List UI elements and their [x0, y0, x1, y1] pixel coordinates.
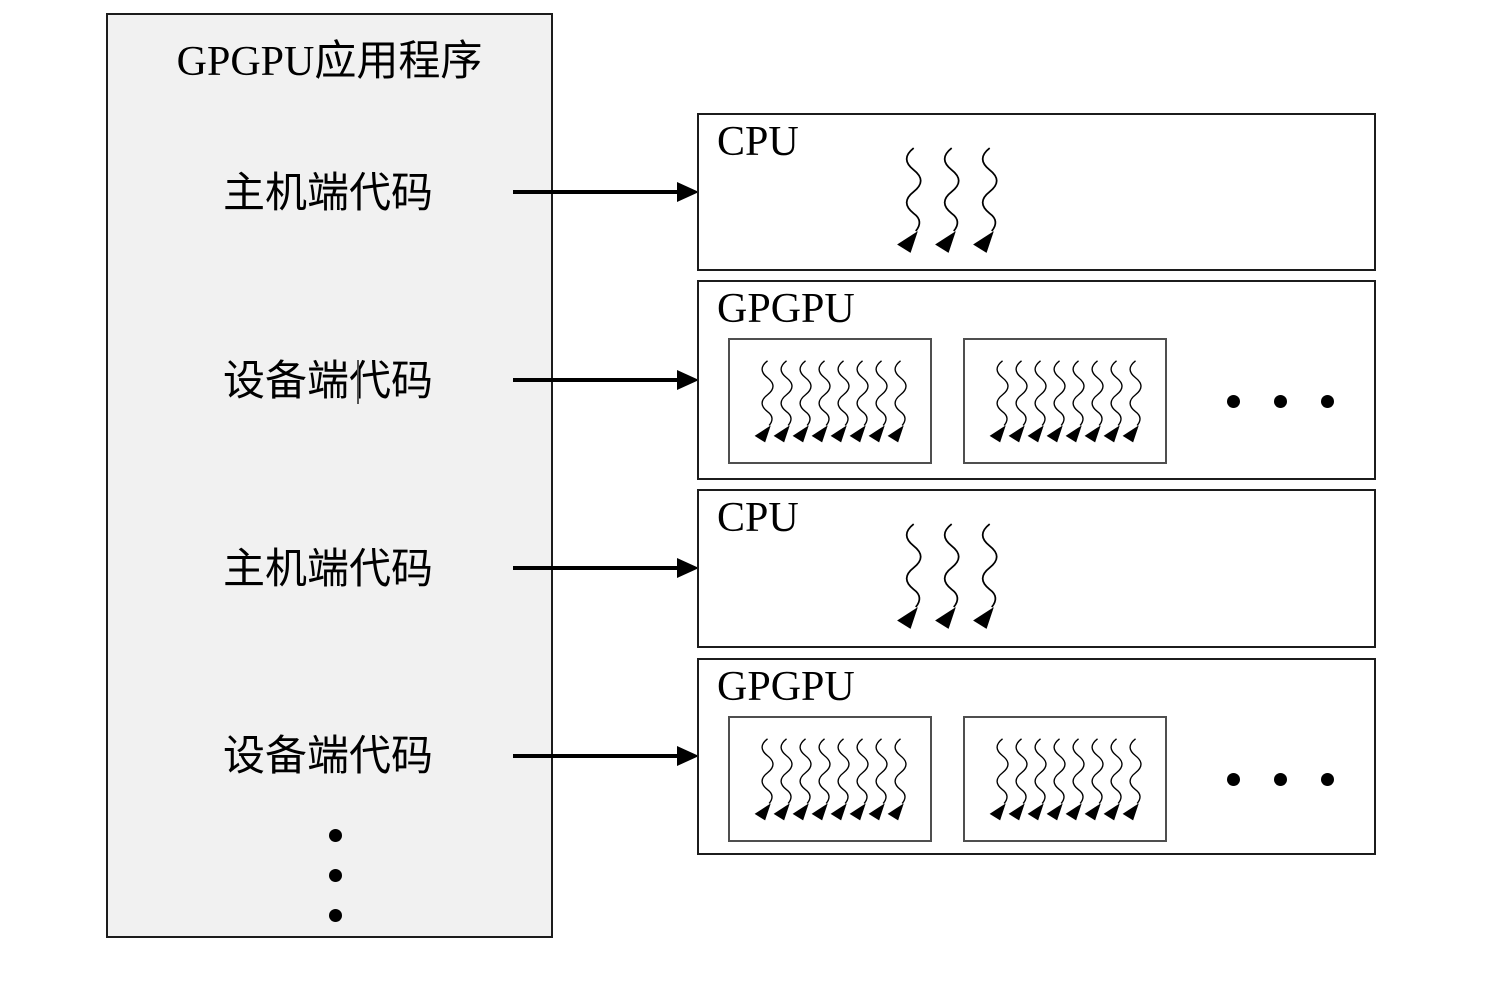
thread-group — [892, 145, 1001, 257]
thread-block — [728, 716, 932, 842]
thread-arrow-icon — [1084, 738, 1104, 821]
thread-arrow-icon — [754, 738, 774, 821]
horizontal-ellipsis-icon — [1227, 395, 1334, 408]
gpgpu-box-2-label: GPGPU — [717, 664, 855, 710]
thread-arrow-icon — [1046, 738, 1066, 821]
thread-arrow-icon — [830, 360, 850, 443]
text-cursor — [357, 360, 359, 404]
thread-arrow-icon — [792, 360, 812, 443]
dot-icon — [329, 909, 342, 922]
arrow-head-icon — [677, 746, 699, 766]
thread-arrow-icon — [887, 738, 907, 821]
thread-arrow-icon — [1065, 360, 1085, 443]
cpu-box-2-label: CPU — [717, 495, 799, 541]
thread-group — [754, 729, 907, 831]
arrow-line — [513, 190, 679, 194]
arrow-line — [513, 566, 679, 570]
thread-arrow-icon — [1008, 360, 1028, 443]
arrow-head-icon — [677, 182, 699, 202]
arrow-head-icon — [677, 558, 699, 578]
cpu-box-2: CPU — [697, 489, 1376, 648]
cpu-box-1-label: CPU — [717, 119, 799, 165]
thread-arrow-icon — [1084, 360, 1104, 443]
thread-arrow-icon — [773, 738, 793, 821]
thread-arrow-icon — [811, 738, 831, 821]
thread-arrow-icon — [1027, 360, 1047, 443]
thread-arrow-icon — [849, 738, 869, 821]
thread-arrow-icon — [1103, 360, 1123, 443]
thread-arrow-icon — [849, 360, 869, 443]
gpgpu-box-1-label: GPGPU — [717, 286, 855, 332]
dot-icon — [1227, 395, 1240, 408]
thread-arrow-icon — [868, 738, 888, 821]
thread-arrow-icon — [989, 360, 1009, 443]
label-device-code-1: 设备端代码 — [223, 358, 434, 405]
thread-arrow-icon — [897, 147, 922, 253]
gpgpu-box-2: GPGPU — [697, 658, 1376, 855]
thread-arrow-icon — [887, 360, 907, 443]
dot-icon — [1274, 773, 1287, 786]
thread-arrow-icon — [811, 360, 831, 443]
thread-block — [963, 338, 1167, 464]
thread-group — [892, 521, 1001, 633]
thread-arrow-icon — [973, 147, 998, 253]
thread-group — [989, 351, 1142, 453]
dot-icon — [329, 829, 342, 842]
thread-arrow-icon — [1103, 738, 1123, 821]
dot-icon — [329, 869, 342, 882]
thread-block — [728, 338, 932, 464]
arrow-line — [513, 754, 679, 758]
vertical-ellipsis-icon — [329, 829, 342, 922]
thread-arrow-icon — [935, 523, 960, 629]
thread-arrow-icon — [792, 738, 812, 821]
gpgpu-box-1: GPGPU — [697, 280, 1376, 480]
thread-arrow-icon — [1122, 360, 1142, 443]
thread-group — [989, 729, 1142, 831]
thread-arrow-icon — [897, 523, 922, 629]
dot-icon — [1274, 395, 1287, 408]
gpgpu-application-title: GPGPU应用程序 — [176, 39, 483, 85]
thread-arrow-icon — [868, 360, 888, 443]
thread-arrow-icon — [1008, 738, 1028, 821]
horizontal-ellipsis-icon — [1227, 773, 1334, 786]
thread-arrow-icon — [754, 360, 774, 443]
thread-group — [754, 351, 907, 453]
thread-arrow-icon — [1027, 738, 1047, 821]
label-device-code-2: 设备端代码 — [223, 733, 434, 780]
dot-icon — [1321, 773, 1334, 786]
thread-arrow-icon — [935, 147, 960, 253]
dot-icon — [1227, 773, 1240, 786]
arrow-head-icon — [677, 370, 699, 390]
cpu-box-1: CPU — [697, 113, 1376, 271]
thread-arrow-icon — [830, 738, 850, 821]
thread-arrow-icon — [1122, 738, 1142, 821]
thread-arrow-icon — [989, 738, 1009, 821]
dot-icon — [1321, 395, 1334, 408]
thread-arrow-icon — [773, 360, 793, 443]
thread-arrow-icon — [1046, 360, 1066, 443]
thread-block — [963, 716, 1167, 842]
label-host-code-2: 主机端代码 — [223, 546, 434, 593]
thread-arrow-icon — [1065, 738, 1085, 821]
gpgpu-application-box: GPGPU应用程序 主机端代码 设备端代码 主机端代码 设备端代码 — [106, 13, 553, 938]
arrow-line — [513, 378, 679, 382]
thread-arrow-icon — [973, 523, 998, 629]
label-host-code-1: 主机端代码 — [223, 170, 434, 217]
